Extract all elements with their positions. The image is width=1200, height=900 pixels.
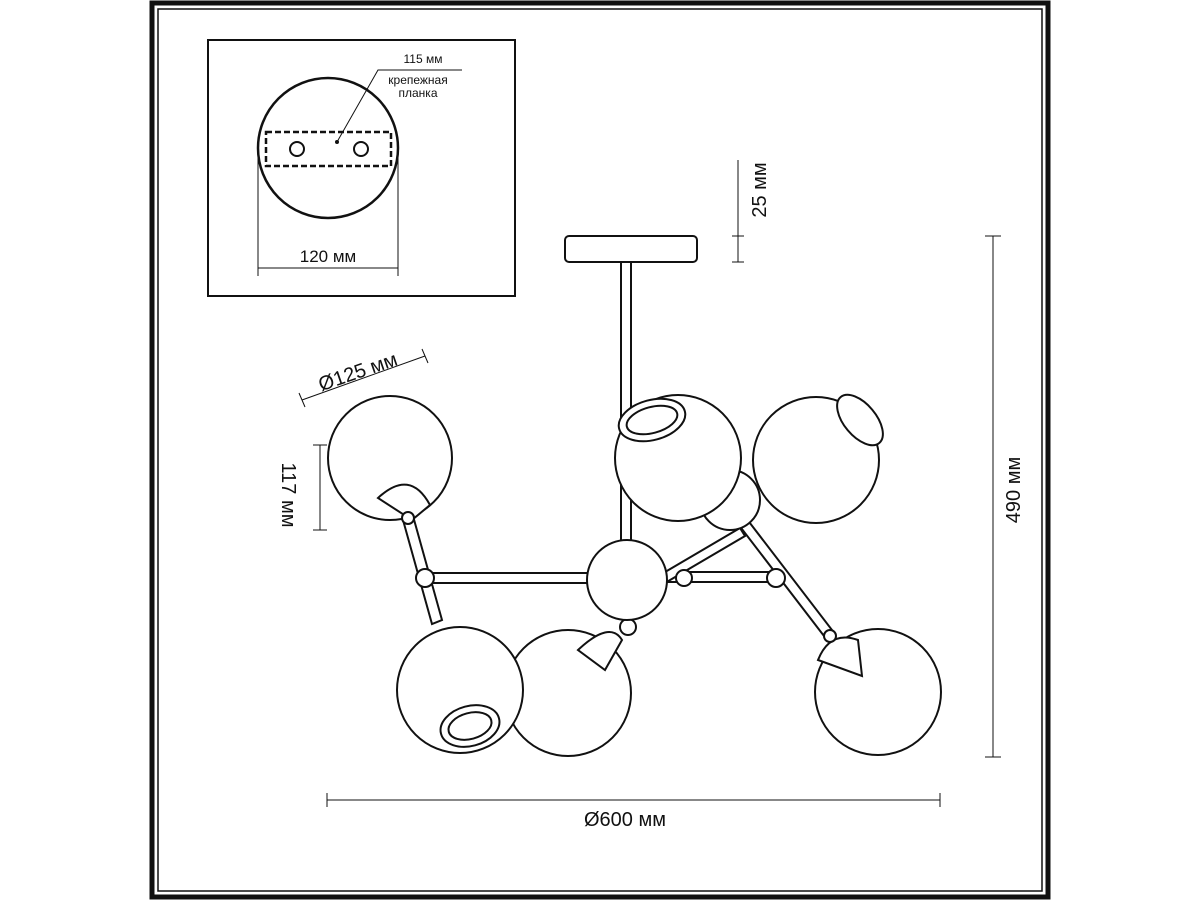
mounting-bracket [264, 130, 393, 168]
outer-frame [149, 0, 1051, 900]
canopy-diameter-label: 120 мм [300, 247, 356, 266]
screw-hole-icon [353, 141, 369, 157]
canopy-inset: 115 мм крепежная планка 120 мм [207, 39, 516, 297]
screw-hole-icon [289, 141, 305, 157]
chandelier-frame [401, 235, 834, 638]
shade-height-label: 117 мм [277, 463, 299, 528]
bracket-size-label: 115 мм [404, 52, 443, 66]
bracket-label-2: планка [399, 86, 438, 100]
shade-diameter-label: Ø125 мм [316, 349, 401, 396]
total-diameter-label: Ø600 мм [584, 809, 666, 831]
inner-frame [157, 8, 1043, 892]
hub-sphere [586, 539, 668, 621]
bracket-label-1: крепежная [388, 73, 447, 87]
shades [327, 393, 942, 757]
total-height-label: 490 мм [1003, 457, 1025, 523]
globe-shade [327, 395, 453, 521]
canopy-circle [256, 76, 400, 220]
canopy-height-label: 25 мм [749, 162, 771, 217]
